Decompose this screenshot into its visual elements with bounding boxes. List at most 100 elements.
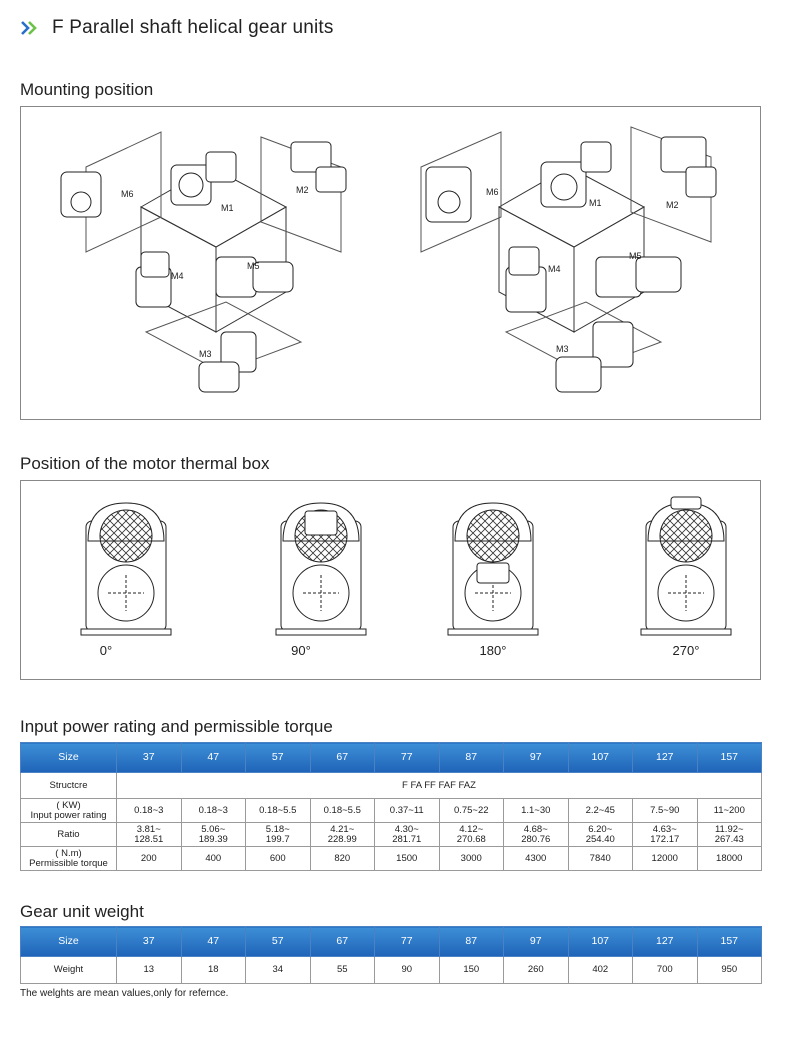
angle-label-0: 0° — [99, 643, 113, 658]
label-m6-left: M6 — [121, 189, 134, 199]
size-cell: 87 — [438, 742, 504, 773]
power-section-title: Input power rating and permissible torqu… — [20, 717, 333, 736]
size-cell: 67 — [309, 742, 375, 773]
size-cell: 87 — [438, 926, 504, 957]
mounting-section-title: Mounting position — [20, 80, 154, 99]
mounting-diagram-panel: M1 M2 M3 M4 M5 M6 M1 M2 M3 M4 M5 M6 — [20, 106, 761, 420]
label-m2-left: M2 — [296, 185, 309, 195]
weight-cell: 18 — [180, 956, 246, 984]
weight-cell: 402 — [567, 956, 633, 984]
weight-cell: 34 — [245, 956, 311, 984]
kw-cell: 0.18~3 — [116, 798, 182, 823]
weight-cell: 150 — [438, 956, 504, 984]
size-cell: 57 — [245, 926, 311, 957]
weight-size-header-row: Size 37 47 57 67 77 87 97 107 127 157 — [20, 926, 762, 957]
ratio-cell: 4.68~280.76 — [503, 822, 569, 847]
ratio-row: Ratio 3.81~128.51 5.06~189.39 5.18~199.7… — [20, 822, 762, 847]
angle-label-90: 90° — [291, 643, 311, 658]
torque-cell: 400 — [180, 846, 246, 871]
thermal-panel: 0° 90° 180° 270° — [20, 480, 761, 680]
ratio-cell: 11.92~267.43 — [696, 822, 762, 847]
size-cell: 47 — [180, 742, 246, 773]
size-cell: 37 — [116, 742, 182, 773]
kw-cell: 0.18~5.5 — [245, 798, 311, 823]
torque-label: ( N.m)Permissible torque — [20, 846, 117, 871]
size-cell: 127 — [632, 926, 698, 957]
ratio-cell: 5.06~189.39 — [180, 822, 246, 847]
ratio-cell: 5.18~199.7 — [245, 822, 311, 847]
power-torque-table: Size 37 47 57 67 77 87 97 107 127 157 St… — [20, 742, 762, 871]
weight-row: Weight 13 18 34 55 90 150 260 402 700 95… — [20, 956, 762, 984]
weight-cell: 950 — [696, 956, 762, 984]
size-header-label: Size — [20, 742, 117, 773]
structure-label: Structcre — [20, 772, 117, 799]
page-header: F Parallel shaft helical gear units — [20, 14, 334, 42]
angle-label-270: 270° — [672, 643, 700, 658]
label-m4-left: M4 — [171, 271, 184, 281]
torque-cell: 4300 — [503, 846, 569, 871]
weight-table: Size 37 47 57 67 77 87 97 107 127 157 We… — [20, 926, 762, 984]
label-m2-right: M2 — [666, 200, 679, 210]
torque-cell: 600 — [245, 846, 311, 871]
torque-cell: 3000 — [438, 846, 504, 871]
size-cell: 77 — [374, 742, 440, 773]
kw-cell: 1.1~30 — [503, 798, 569, 823]
size-cell: 157 — [696, 926, 762, 957]
torque-cell: 18000 — [696, 846, 762, 871]
label-m1-left: M1 — [221, 203, 234, 213]
size-cell: 157 — [696, 742, 762, 773]
ratio-cell: 6.20~254.40 — [567, 822, 633, 847]
thermal-unit-270 — [640, 502, 732, 636]
weight-label: Weight — [20, 956, 117, 984]
size-cell: 97 — [503, 926, 569, 957]
torque-row: ( N.m)Permissible torque 200 400 600 820… — [20, 846, 762, 871]
structure-value: F FA FF FAF FAZ — [116, 772, 762, 799]
torque-cell: 820 — [309, 846, 375, 871]
thermal-section-title: Position of the motor thermal box — [20, 454, 270, 473]
input-power-label: ( KW)Input power rating — [20, 798, 117, 823]
torque-cell: 12000 — [632, 846, 698, 871]
weight-size-label: Size — [20, 926, 117, 957]
kw-cell: 2.2~45 — [567, 798, 633, 823]
kw-cell: 0.18~5.5 — [309, 798, 375, 823]
label-m3-left: M3 — [199, 349, 212, 359]
size-cell: 47 — [180, 926, 246, 957]
ratio-cell: 4.21~228.99 — [309, 822, 375, 847]
double-chevron-icon — [20, 20, 42, 36]
ratio-cell: 4.12~270.68 — [438, 822, 504, 847]
label-m6-right: M6 — [486, 187, 499, 197]
weight-cell: 700 — [632, 956, 698, 984]
weight-cell: 55 — [309, 956, 375, 984]
label-m5-left: M5 — [247, 261, 260, 271]
size-cell: 127 — [632, 742, 698, 773]
ratio-cell: 3.81~128.51 — [116, 822, 182, 847]
label-m5-right: M5 — [629, 251, 642, 261]
kw-cell: 0.37~11 — [374, 798, 440, 823]
mounting-diagram: M1 M2 M3 M4 M5 M6 M1 M2 M3 M4 M5 M6 — [60, 126, 717, 393]
label-m4-right: M4 — [548, 264, 561, 274]
thermal-unit-0 — [80, 502, 172, 636]
size-cell: 57 — [245, 742, 311, 773]
size-header-row: Size 37 47 57 67 77 87 97 107 127 157 — [20, 742, 762, 773]
thermal-diagrams — [80, 496, 732, 636]
kw-cell: 11~200 — [696, 798, 762, 823]
kw-cell: 0.75~22 — [438, 798, 504, 823]
torque-cell: 7840 — [567, 846, 633, 871]
size-cell: 107 — [567, 742, 633, 773]
weight-cell: 13 — [116, 956, 182, 984]
structure-row: Structcre F FA FF FAF FAZ — [20, 772, 762, 799]
size-cell: 67 — [309, 926, 375, 957]
kw-cell: 7.5~90 — [632, 798, 698, 823]
kw-cell: 0.18~3 — [180, 798, 246, 823]
input-power-row: ( KW)Input power rating 0.18~3 0.18~3 0.… — [20, 798, 762, 823]
ratio-cell: 4.30~281.71 — [374, 822, 440, 847]
ratio-label: Ratio — [20, 822, 117, 847]
page-title: F Parallel shaft helical gear units — [52, 17, 334, 38]
weight-section-title: Gear unit weight — [20, 902, 144, 921]
weight-note: The welghts are mean values,only for ref… — [20, 988, 229, 999]
angle-label-180: 180° — [479, 643, 507, 658]
size-cell: 107 — [567, 926, 633, 957]
label-m1-right: M1 — [589, 198, 602, 208]
torque-cell: 200 — [116, 846, 182, 871]
size-cell: 37 — [116, 926, 182, 957]
